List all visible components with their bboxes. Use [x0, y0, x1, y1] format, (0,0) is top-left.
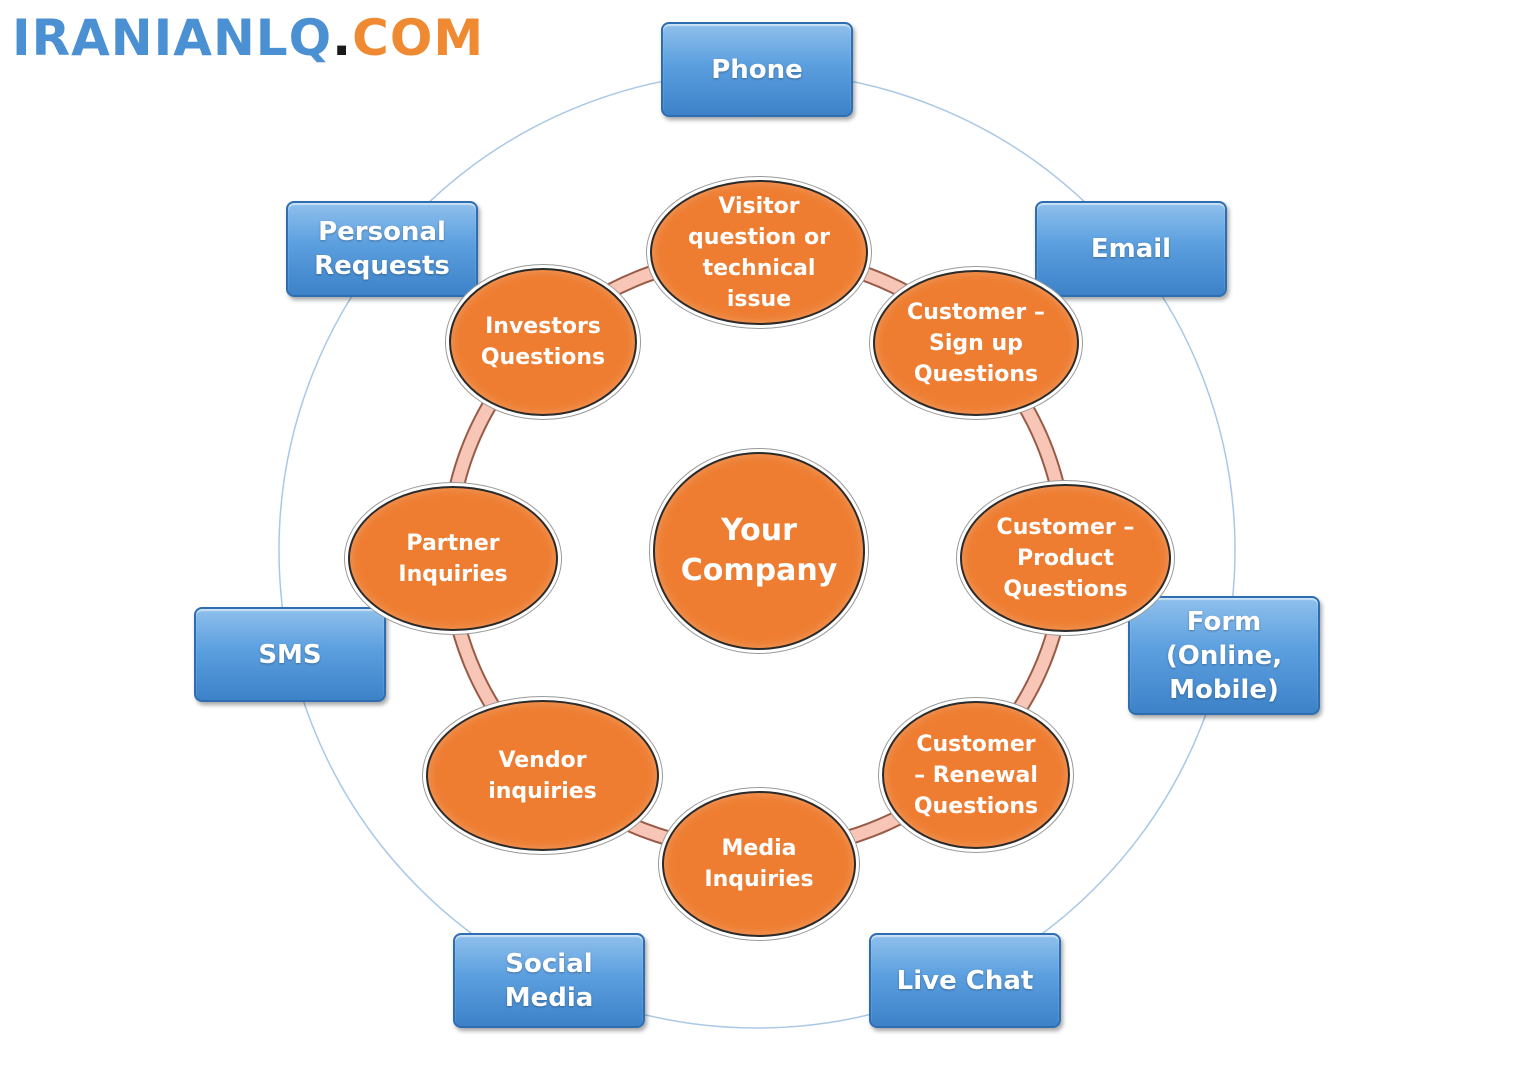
node-media-inquiries: Media Inquiries — [662, 791, 856, 937]
node-customer-renewal: Customer – Renewal Questions — [882, 701, 1070, 849]
node-vendor-inquiries: Vendor inquiries — [426, 700, 659, 851]
logo-text-secondary: COM — [352, 9, 485, 67]
node-customer-product: Customer – Product Questions — [960, 484, 1171, 632]
channel-sms: SMS — [194, 607, 386, 702]
channel-form: Form (Online, Mobile) — [1128, 596, 1320, 715]
node-visitor-question: Visitor question or technical issue — [650, 180, 868, 325]
channel-email: Email — [1035, 201, 1227, 297]
channel-phone: Phone — [661, 22, 853, 117]
channel-live-chat: Live Chat — [869, 933, 1061, 1028]
logo-dot: . — [332, 9, 353, 67]
node-investors-questions: Investors Questions — [449, 268, 637, 416]
center-your-company: Your Company — [653, 452, 865, 650]
site-logo: IRANIANLQ.COM — [12, 8, 484, 68]
channel-social-media: Social Media — [453, 933, 645, 1028]
channel-personal-requests: Personal Requests — [286, 201, 478, 297]
node-partner-inquiries: Partner Inquiries — [348, 486, 558, 631]
logo-text-primary: IRANIANLQ — [12, 9, 333, 67]
node-customer-sign-up: Customer – Sign up Questions — [873, 270, 1079, 416]
